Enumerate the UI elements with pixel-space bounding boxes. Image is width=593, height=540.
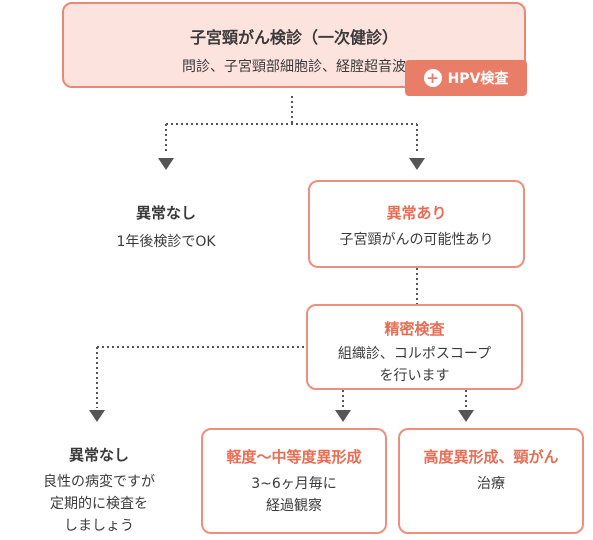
- abnormal-box: 異常あり 子宮頸がんの可能性あり: [308, 180, 525, 268]
- detailed-exam-box: 精密検査 組織診、コルポスコープ を行います: [306, 304, 523, 390]
- severe-box: 高度異形成、頸がん 治療: [398, 428, 584, 534]
- no-abnormality-title-1: 異常なし: [135, 204, 196, 222]
- arrow-head-no-abnormal-2: [89, 410, 105, 422]
- primary-exam-title: 子宮頸がん検診（一次健診）: [189, 28, 398, 47]
- severe-title: 高度異形成、頸がん: [423, 448, 559, 466]
- mild-moderate-line-2: 経過観察: [266, 498, 322, 514]
- detailed-exam-line-1: 組織診、コルポスコープ: [337, 346, 492, 362]
- arrow-head-mild: [335, 410, 351, 422]
- severe-note: 治療: [477, 476, 505, 492]
- mild-moderate-box: 軽度〜中等度異形成 3~6ヶ月毎に 経過観察: [201, 428, 387, 534]
- no-abnormality-result-1: 異常なし 1年後検診でOK: [96, 202, 236, 253]
- mild-moderate-line-1: 3~6ヶ月毎に: [251, 476, 337, 492]
- hpv-test-label: HPV検査: [447, 71, 509, 87]
- abnormal-note: 子宮頸がんの可能性あり: [339, 232, 494, 248]
- no-abnormality-note-1: 1年後検診でOK: [116, 234, 216, 250]
- mild-moderate-title: 軽度〜中等度異形成: [226, 448, 362, 466]
- arrow-head-right: [409, 158, 425, 170]
- no-abnormality-title-2: 異常なし: [68, 446, 129, 464]
- primary-exam-methods: 問診、子宮頸部細胞診、経腟超音波: [182, 59, 406, 75]
- no-abnormality-result-2: 異常なし 良性の病変ですが 定期的に検査を しましょう: [14, 444, 184, 537]
- hpv-test-badge: + HPV検査: [405, 60, 527, 96]
- plus-icon: +: [423, 69, 442, 87]
- no-abnormality-line-2: 定期的に検査を: [50, 496, 148, 512]
- detailed-exam-line-2: を行います: [379, 368, 450, 384]
- arrow-head-left: [158, 158, 174, 170]
- abnormal-title: 異常あり: [386, 204, 447, 222]
- no-abnormality-line-1: 良性の病変ですが: [43, 474, 155, 490]
- detailed-exam-title: 精密検査: [384, 320, 445, 338]
- arrow-head-severe: [458, 410, 474, 422]
- no-abnormality-line-3: しましょう: [64, 518, 134, 534]
